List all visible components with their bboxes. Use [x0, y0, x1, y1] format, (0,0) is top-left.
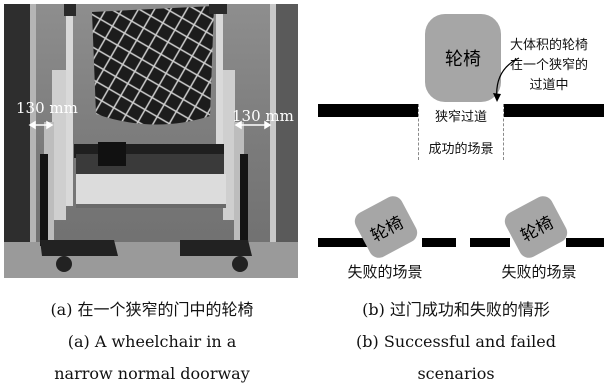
wall-right-fail-2 — [566, 238, 604, 247]
passage-edge-left — [418, 104, 419, 160]
fail-scenario-label-left: 失败的场景 — [347, 263, 423, 281]
note-arrow — [493, 57, 520, 102]
wheelchair-drawing — [4, 4, 298, 278]
wall-left-fail-2 — [470, 238, 510, 247]
wall-left-fail-1 — [318, 238, 370, 247]
wall-left-success — [318, 104, 418, 117]
fail-scenario-label-right: 失败的场景 — [501, 263, 577, 281]
wall-right-success — [504, 104, 604, 117]
right-gap-label: 130 mm — [232, 107, 294, 125]
wheelchair-label: 轮椅 — [517, 212, 557, 247]
large-chair-note: 大体积的轮椅 在一个狭窄的 过道中 — [510, 36, 588, 96]
caption-a-zh: (a) 在一个狭窄的门中的轮椅 — [50, 300, 254, 319]
note-line-1: 大体积的轮椅 — [510, 38, 589, 53]
wheelchair-success: 轮椅 — [425, 14, 501, 102]
caption-b-zh: (b) 过门成功和失败的情形 — [362, 300, 550, 319]
wheelchair-photo: 130 mm 130 mm — [4, 4, 298, 278]
note-line-3: 过道中 — [529, 78, 569, 93]
wheelchair-label: 轮椅 — [367, 212, 407, 247]
caption-b-en-line2: scenarios — [417, 364, 495, 383]
caption-b-en-line1: (b) Successful and failed — [356, 332, 556, 351]
wheelchair-fail-2: 轮椅 — [501, 192, 571, 262]
left-gap-label: 130 mm — [16, 99, 78, 117]
wheelchair-fail-1: 轮椅 — [351, 192, 421, 262]
note-line-2: 在一个狭窄的 — [510, 58, 589, 73]
narrow-passage-label: 狭窄过道 — [434, 110, 487, 125]
passage-diagram: 轮椅 大体积的轮椅 在一个狭窄的 过道中 狭窄过道 成功的场景 轮椅 失败的场景… — [304, 0, 608, 290]
wheelchair-label: 轮椅 — [445, 49, 481, 70]
passage-edge-right — [503, 104, 504, 160]
caption-a-en-line2: narrow normal doorway — [54, 364, 250, 383]
wall-right-fail-1 — [422, 238, 456, 247]
success-scenario-label: 成功的场景 — [428, 142, 494, 157]
caption-a-en-line1: (a) A wheelchair in a — [67, 332, 237, 351]
